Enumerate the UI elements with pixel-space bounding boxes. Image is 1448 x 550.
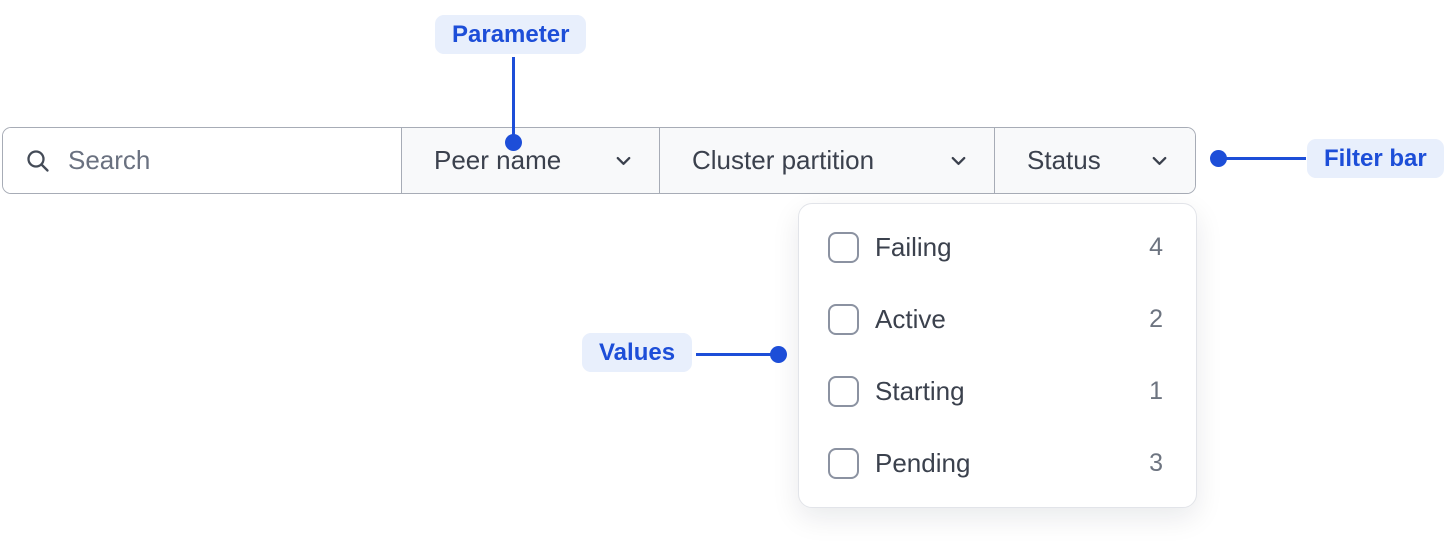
checkbox-active[interactable]	[828, 304, 859, 336]
annotation-values-dot	[770, 346, 787, 363]
filter-dropdown-cluster-partition[interactable]: Cluster partition	[659, 128, 994, 193]
chevron-down-icon	[947, 149, 970, 172]
annotation-filter-bar-dot	[1210, 150, 1227, 167]
dropdown-option-starting[interactable]: Starting 1	[828, 356, 1163, 428]
option-count: 3	[1149, 448, 1163, 477]
chevron-down-icon	[1148, 149, 1171, 172]
option-count: 2	[1149, 305, 1163, 334]
filter-dropdown-label: Cluster partition	[692, 145, 875, 175]
annotation-parameter: Parameter	[435, 15, 587, 54]
filter-bar: Peer name Cluster partition Status	[2, 127, 1196, 194]
option-label: Starting	[875, 375, 965, 406]
search-section	[3, 128, 401, 193]
option-label: Active	[875, 304, 946, 335]
annotation-parameter-dot	[505, 134, 522, 151]
dropdown-option-active[interactable]: Active 2	[828, 284, 1163, 356]
checkbox-failing[interactable]	[828, 232, 859, 264]
search-input[interactable]	[51, 145, 351, 176]
checkbox-pending[interactable]	[828, 447, 859, 479]
status-dropdown-panel: Failing 4 Active 2 Starting 1 Pending 3	[798, 203, 1197, 508]
filter-dropdown-label: Status	[1027, 145, 1101, 175]
annotation-values-line	[696, 353, 772, 356]
option-count: 4	[1149, 233, 1163, 262]
annotation-filter-bar-line	[1224, 157, 1306, 160]
filter-dropdown-status[interactable]: Status	[994, 128, 1195, 193]
dropdown-option-pending[interactable]: Pending 3	[828, 427, 1163, 499]
dropdown-option-failing[interactable]: Failing 4	[828, 212, 1163, 284]
search-icon	[27, 149, 49, 172]
annotation-parameter-line	[512, 57, 515, 135]
option-count: 1	[1149, 376, 1163, 405]
annotation-filter-bar: Filter bar	[1307, 139, 1444, 178]
checkbox-starting[interactable]	[828, 375, 859, 407]
chevron-down-icon	[612, 149, 635, 172]
option-label: Failing	[875, 232, 952, 263]
annotation-values: Values	[582, 333, 693, 372]
option-label: Pending	[875, 447, 971, 478]
filter-dropdown-label: Peer name	[434, 145, 562, 175]
filter-dropdown-peer-name[interactable]: Peer name	[401, 128, 659, 193]
